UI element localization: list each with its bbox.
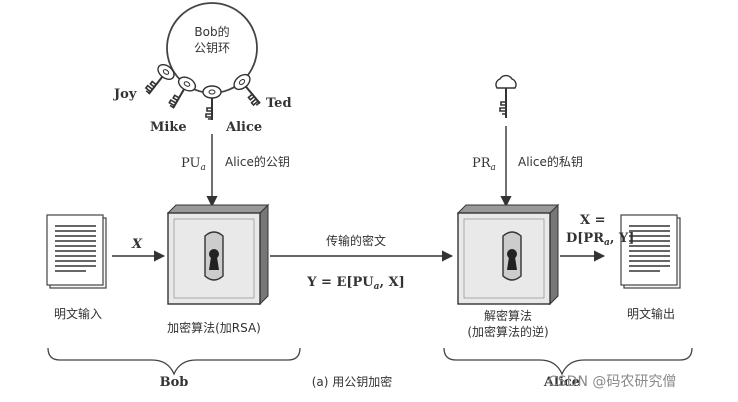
output-formula-line1: X =: [580, 213, 606, 228]
decrypt-label-line2: (加密算法的逆): [467, 325, 549, 339]
alice-public-key-label: Alice的公钥: [225, 155, 290, 169]
pr-a-label: PRa: [472, 156, 496, 173]
plaintext-output-document-icon: [620, 214, 681, 289]
key-icon-alice: [202, 85, 222, 121]
lock-icon-decrypt: [502, 231, 522, 281]
bob-brace: [47, 347, 301, 376]
plaintext-input-label: 明文输入: [53, 307, 103, 321]
key-icon-mike: [164, 73, 199, 114]
keyring-title-line2: 公钥环: [193, 41, 231, 55]
alice-label: Alice: [543, 375, 581, 390]
keyring-title-line1: Bob的: [194, 25, 230, 39]
key-label-alice: Alice: [226, 120, 263, 135]
decrypt-label-line1: 解密算法: [483, 309, 533, 323]
encrypt-label: 加密算法(加RSA): [167, 321, 261, 335]
watermark: CSDN @码农研究僧: [548, 374, 677, 390]
alice-brace: [443, 347, 693, 376]
bob-label: Bob: [159, 375, 189, 390]
pu-a-label: PUa: [181, 156, 206, 173]
alice-private-key-label: Alice的私钥: [518, 155, 583, 169]
lock-icon-encrypt: [204, 231, 224, 281]
key-label-joy: Joy: [114, 87, 137, 102]
encryption-formula: Y = E[PUa, X]: [307, 275, 405, 292]
ciphertext-label: 传输的密文: [325, 234, 387, 248]
key-icon-ted: [230, 70, 268, 111]
key-label-ted: Ted: [266, 96, 292, 111]
x-input-label: X: [132, 237, 143, 252]
figure-caption: (a) 用公钥加密: [311, 375, 393, 389]
plaintext-output-label: 明文输出: [626, 307, 676, 321]
plaintext-input-document-icon: [46, 214, 107, 289]
private-key-icon: [495, 74, 517, 118]
decryption-formula: D[PRa, Y]: [566, 231, 635, 248]
key-label-mike: Mike: [150, 120, 187, 135]
